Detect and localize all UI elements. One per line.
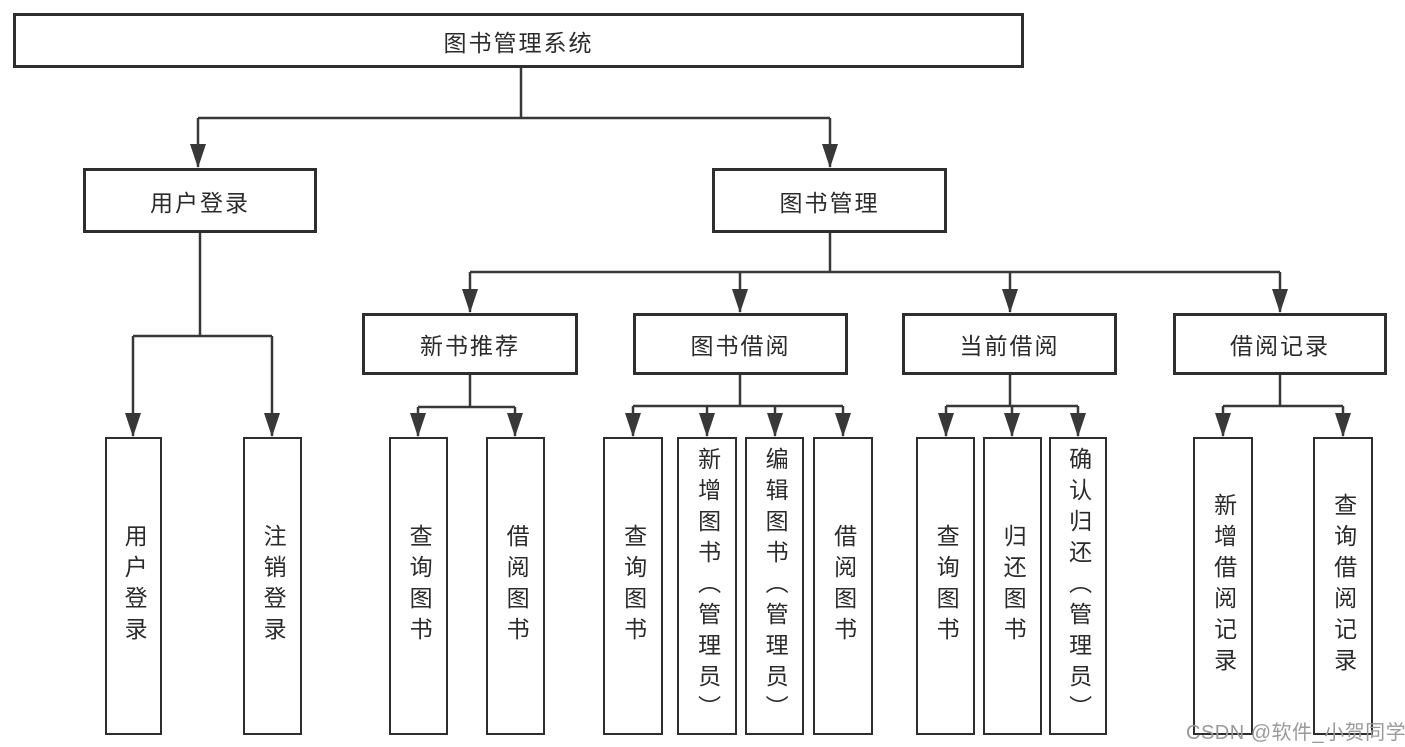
leaf-add-borrow-record: 新增借阅记录	[1193, 437, 1253, 735]
node-label: 查询借阅记录	[1330, 493, 1357, 679]
node-label: 查询图书	[406, 524, 433, 648]
node-label: 当前借阅	[959, 333, 1060, 359]
node-label: 查询图书	[620, 524, 647, 648]
node-label: 借阅图书	[830, 524, 857, 648]
node-book-management: 图书管理	[712, 168, 947, 233]
node-user-login: 用户登录	[83, 168, 317, 233]
leaf-borrow-books-1: 借阅图书	[486, 437, 545, 735]
node-library-system: 图书管理系统	[13, 13, 1024, 68]
node-label: 借阅记录	[1230, 333, 1330, 359]
node-label: 编辑图书（管理员）	[762, 446, 789, 726]
node-label: 确认归还（管理员）	[1065, 446, 1092, 726]
node-label: 新增借阅记录	[1210, 493, 1237, 679]
node-new-book-recommend: 新书推荐	[362, 313, 578, 375]
leaf-query-books-2: 查询图书	[603, 437, 663, 735]
leaf-edit-book-admin: 编辑图书（管理员）	[745, 437, 804, 735]
connector-lines	[125, 68, 1351, 437]
node-label: 查询图书	[933, 524, 960, 648]
node-label: 注销登录	[260, 524, 287, 648]
node-label: 新增图书（管理员）	[694, 446, 721, 726]
leaf-return-books: 归还图书	[983, 437, 1042, 735]
node-label: 借阅图书	[503, 524, 530, 648]
leaf-query-books-3: 查询图书	[916, 437, 975, 735]
leaf-borrow-books-2: 借阅图书	[813, 437, 873, 735]
node-label: 用户登录	[150, 189, 250, 216]
node-label: 图书借阅	[690, 333, 791, 359]
node-label: 用户登录	[121, 524, 148, 648]
node-label: 归还图书	[1000, 524, 1027, 648]
node-label: 新书推荐	[420, 333, 520, 359]
leaf-query-books-1: 查询图书	[389, 437, 448, 735]
leaf-add-book-admin: 新增图书（管理员）	[677, 437, 737, 735]
leaf-confirm-return-admin: 确认归还（管理员）	[1049, 437, 1107, 735]
node-label: 图书管理	[779, 189, 880, 216]
node-borrow-records: 借阅记录	[1173, 313, 1387, 375]
leaf-logout: 注销登录	[243, 437, 302, 735]
leaf-user-login: 用户登录	[105, 437, 162, 735]
node-book-borrow: 图书借阅	[633, 313, 848, 375]
node-label: 图书管理系统	[443, 29, 594, 56]
leaf-query-borrow-record: 查询借阅记录	[1313, 437, 1373, 735]
node-current-borrow: 当前借阅	[902, 313, 1117, 375]
csdn-watermark: CSDN @软件_小贺同学	[1186, 722, 1405, 744]
